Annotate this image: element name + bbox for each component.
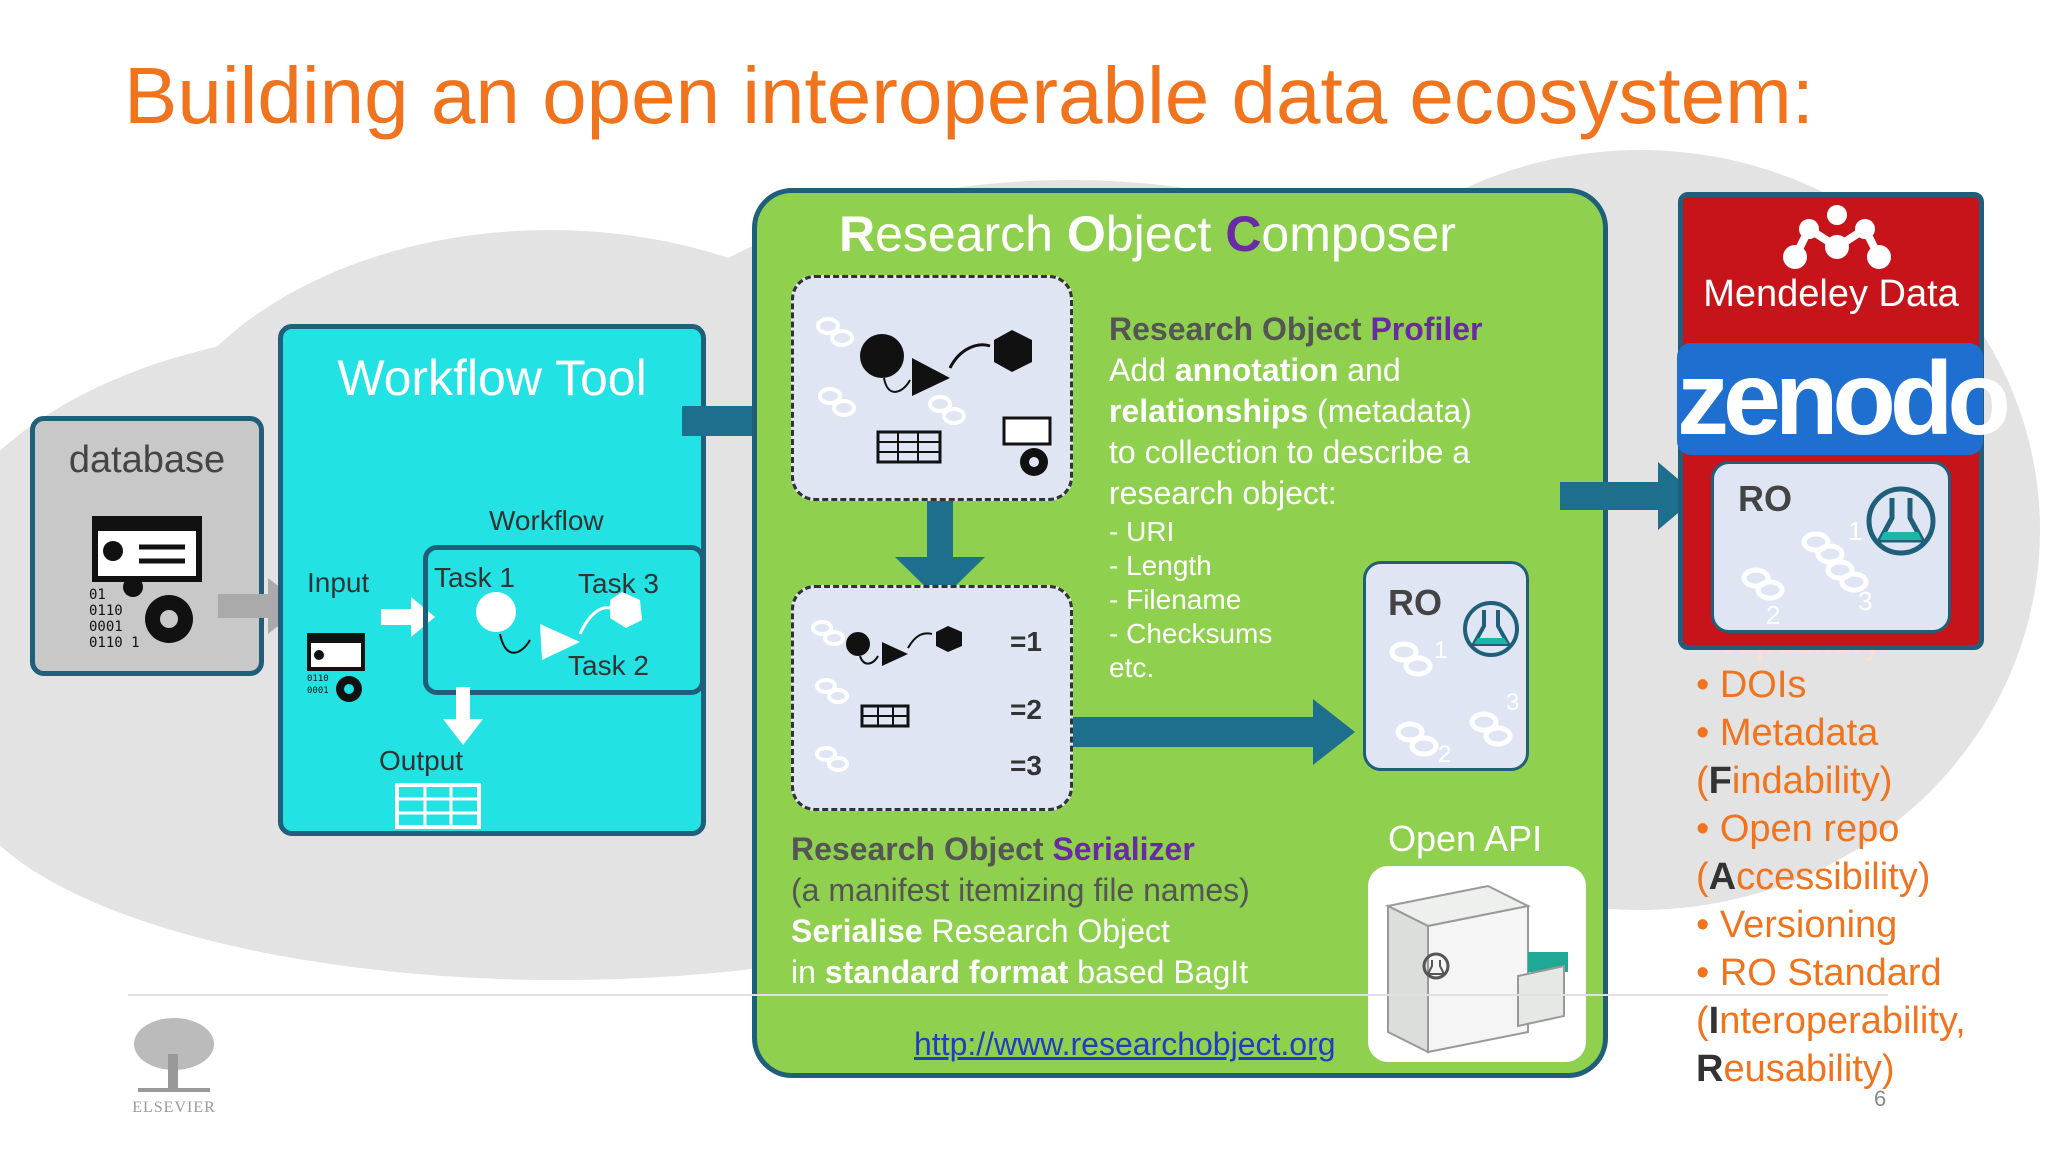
profiler-heading: Research Object Profiler — [1109, 311, 1483, 347]
serializer-line2: Serialise Research Object — [791, 913, 1170, 949]
bullet-interoperability: (Interoperability, — [1696, 1000, 1966, 1042]
mendeley-logo-icon — [1783, 205, 1891, 269]
svg-text:01: 01 — [89, 587, 106, 603]
open-api-label: Open API — [1388, 818, 1543, 859]
arrow-serializer-to-ro — [1073, 699, 1355, 765]
task2-label: Task 2 — [568, 650, 649, 681]
svg-text:1: 1 — [1434, 637, 1447, 664]
serializer-line1: (a manifest itemizing file names) — [791, 872, 1250, 908]
profiler-item: - Filename — [1109, 584, 1242, 615]
bullet-dois: • DOIs — [1696, 664, 1807, 706]
task1-label: Task 1 — [434, 562, 515, 593]
output-table-icon — [395, 783, 481, 829]
bullet-findability: (Findability) — [1696, 760, 1893, 802]
workflow-inner-box: Task 1 Task 3 Task 2 — [423, 545, 705, 695]
serializer-line3: in standard format based BagIt — [791, 954, 1249, 990]
elsevier-logo-text: ELSEVIER — [132, 1099, 216, 1116]
workflow-label: Workflow — [489, 505, 604, 536]
machine-box-icon — [1384, 884, 1568, 1054]
researchobject-link[interactable]: http://www.researchobject.org — [914, 1026, 1336, 1062]
composer-title: Research Object Composer — [839, 206, 1456, 262]
serializer-heading: Research Object Serializer — [791, 831, 1195, 867]
repository-ro-flask-icon — [1866, 486, 1936, 556]
elsevier-tree-icon — [134, 1018, 214, 1092]
svg-text:0110: 0110 — [89, 603, 123, 619]
workflow-shapes-icon — [476, 592, 642, 660]
svg-text:3: 3 — [1858, 586, 1872, 616]
svg-text:0001: 0001 — [307, 686, 329, 696]
ro-links-icon: 1 2 3 — [1389, 637, 1519, 768]
database-box: database 01 0110 0001 0110 1 — [30, 416, 264, 676]
profiler-line1: Add annotation and — [1109, 352, 1401, 388]
svg-text:1: 1 — [1848, 516, 1862, 546]
elsevier-logo: ELSEVIER — [128, 1014, 220, 1116]
profiler-dashed-box — [791, 275, 1073, 501]
bullet-metadata: • Metadata — [1696, 712, 1879, 754]
repository-ro-links-icon: 1 2 3 — [1741, 516, 1872, 630]
profiler-line4: research object: — [1109, 475, 1337, 511]
input-label: Input — [307, 567, 370, 598]
page-number: 6 — [1874, 1086, 1887, 1111]
svg-text:0110: 0110 — [307, 674, 329, 684]
profiler-line2: relationships (metadata) — [1109, 393, 1472, 429]
equals-2: =2 — [1010, 694, 1042, 725]
repository-ro-box: RO 1 2 3 — [1711, 461, 1951, 633]
profiler-objects-icon — [816, 317, 1052, 476]
svg-text:0001: 0001 — [89, 619, 123, 635]
svg-text:2: 2 — [1438, 741, 1451, 768]
bullet-reusability: Reusability) — [1696, 1048, 1895, 1090]
footer-divider — [128, 994, 1888, 996]
ro-label: RO — [1388, 582, 1442, 623]
repository-box: Mendeley Data zenodo RO 1 2 3 — [1677, 192, 2011, 650]
output-label: Output — [379, 745, 464, 776]
profiler-item: - Length — [1109, 550, 1212, 581]
workflow-tool-box: Workflow Tool Input Workflow 0110 0001 T… — [278, 324, 706, 836]
database-gear-icon: 01 0110 0001 0110 1 — [89, 516, 202, 651]
svg-text:2: 2 — [1766, 600, 1780, 630]
mendeley-data-label: Mendeley Data — [1703, 273, 1959, 315]
arrow-workflow-to-output — [443, 687, 483, 745]
arrow-profiler-to-serializer — [895, 501, 985, 601]
zenodo-logo: zenodo — [1677, 341, 2011, 457]
svg-text:0110 1: 0110 1 — [89, 635, 140, 651]
open-api-image — [1368, 866, 1586, 1062]
profiler-line3: to collection to describe a — [1109, 434, 1471, 470]
bullet-open-repo: • Open repo — [1696, 808, 1900, 850]
profiler-etc: etc. — [1109, 652, 1155, 683]
bullet-versioning: • Versioning — [1696, 904, 1898, 946]
profiler-item: - URI — [1109, 516, 1175, 547]
input-file-icon: 0110 0001 — [307, 633, 365, 702]
slide-title: Building an open interoperable data ecos… — [124, 51, 1814, 140]
equals-1: =1 — [1010, 626, 1042, 657]
workflow-tool-title: Workflow Tool — [337, 350, 647, 406]
equals-3: =3 — [1010, 750, 1042, 781]
profiler-item: - Checksums — [1109, 618, 1273, 649]
ro-flask-icon — [1463, 601, 1519, 657]
serializer-dashed-box: =1 =2 =3 — [791, 585, 1073, 811]
bullet-ro-standard: • RO Standard — [1696, 952, 1942, 994]
database-label: database — [68, 439, 226, 481]
task3-label: Task 3 — [578, 568, 659, 599]
repository-ro-label: RO — [1738, 478, 1792, 519]
bullet-accessibility: (Accessibility) — [1696, 856, 1931, 898]
svg-text:3: 3 — [1506, 689, 1519, 716]
ro-package-box: RO 1 2 3 — [1363, 561, 1529, 771]
serializer-objects-icon — [811, 620, 962, 772]
